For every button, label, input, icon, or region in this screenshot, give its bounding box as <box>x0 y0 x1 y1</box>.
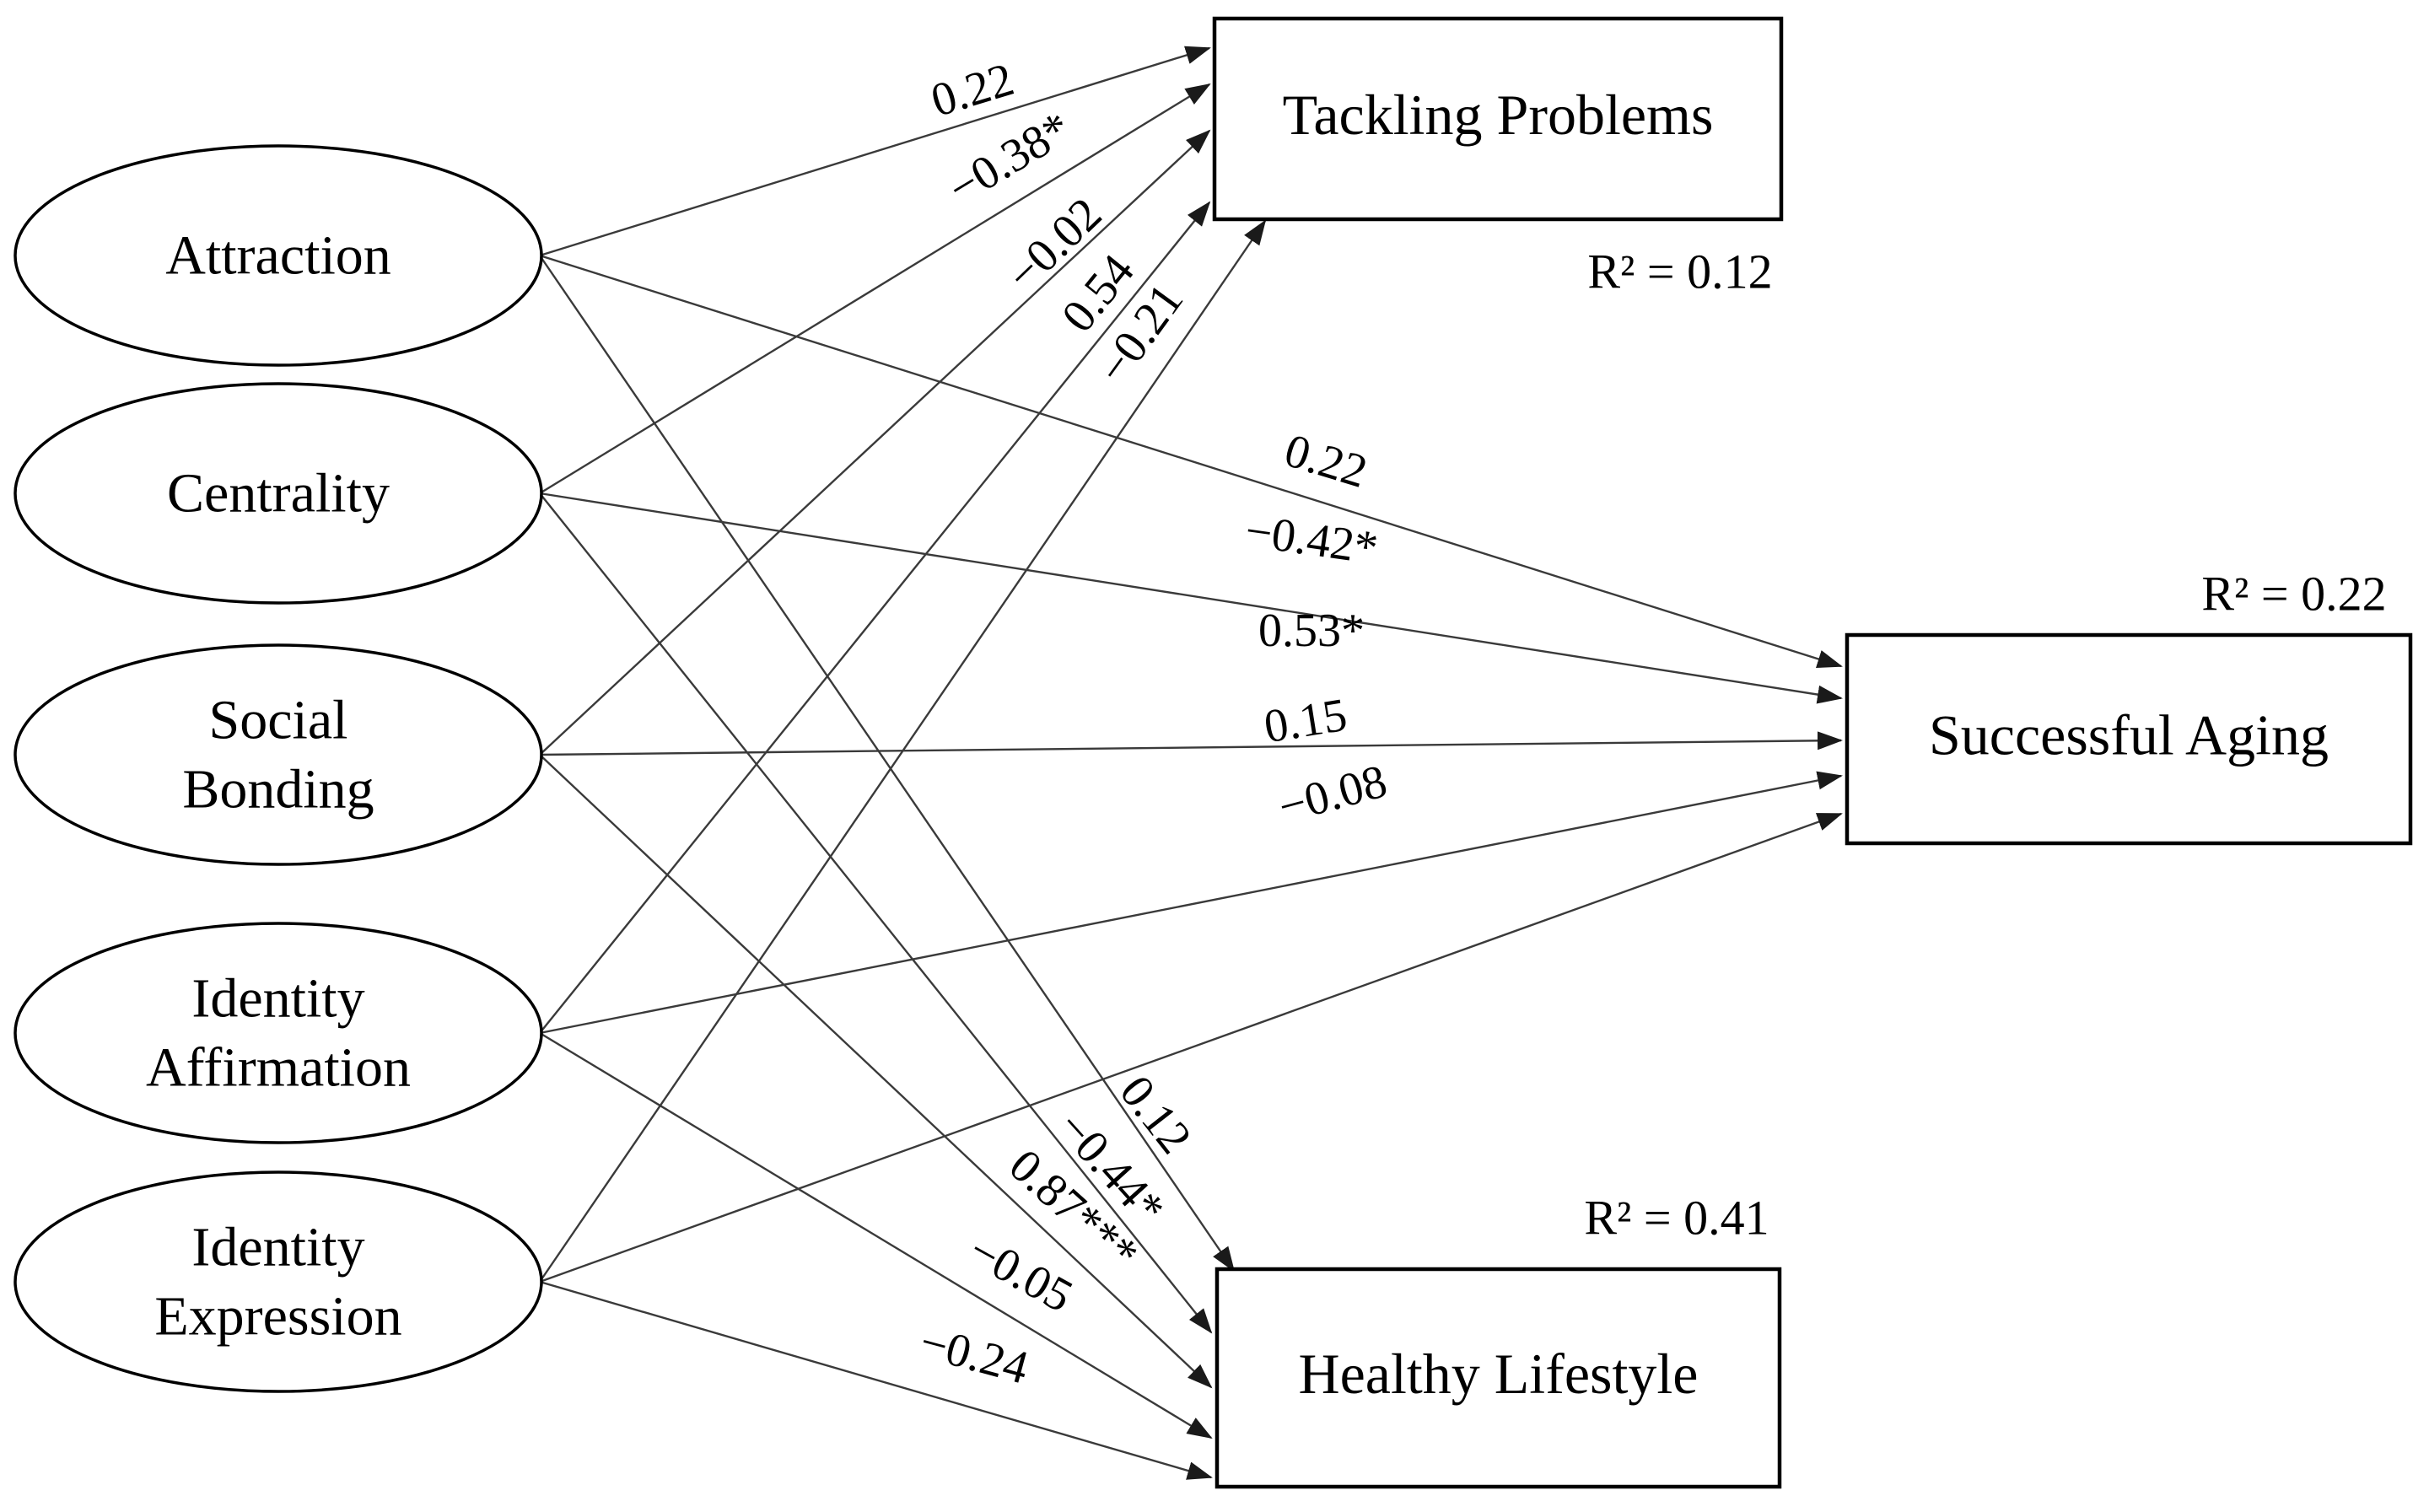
predictor-label-centrality-line1: Centrality <box>167 463 390 525</box>
path-arrow-identity-expression-to-healthy-lifestyle <box>539 1280 1213 1480</box>
path-arrow-centrality-to-tackling-problems <box>539 83 1211 495</box>
outcome-node-healthy-lifestyle: Healthy Lifestyle R² = 0.41 <box>1214 1191 1782 1489</box>
path-coefficient-identity-expression-to-successful-aging: −0.08 <box>1273 755 1392 833</box>
predictor-label-attraction-line1: Attraction <box>165 225 391 287</box>
predictor-label-social-bonding-line1: Social <box>209 690 348 751</box>
predictor-label-identity-affirmation-line2: Affirmation <box>146 1037 411 1099</box>
predictor-ellipse-social-bonding <box>13 643 543 866</box>
path-coefficient-identity-affirmation-to-healthy-lifestyle: −0.05 <box>960 1224 1080 1322</box>
predictor-ellipse-identity-affirmation <box>13 922 543 1144</box>
path-arrow-social-bonding-to-successful-aging <box>539 731 1843 756</box>
path-arrow-identity-affirmation-to-tackling-problems <box>539 201 1211 1034</box>
outcome-box-tackling-problems <box>1212 16 1784 222</box>
predictor-node-centrality: Centrality <box>13 382 543 605</box>
path-arrow-identity-affirmation-to-healthy-lifestyle <box>539 1031 1213 1439</box>
outcome-label-healthy-lifestyle: Healthy Lifestyle <box>1299 1342 1699 1406</box>
predictor-label-identity-affirmation-line1: Identity <box>191 968 364 1030</box>
outcome-label-successful-aging: Successful Aging <box>1929 703 2329 767</box>
predictor-node-attraction: Attraction <box>13 144 543 367</box>
r-squared-label-successful-aging: R² = 0.22 <box>2201 567 2386 621</box>
predictor-ellipse-attraction <box>13 144 543 367</box>
path-arrow-centrality-to-healthy-lifestyle <box>539 492 1213 1334</box>
predictor-label-identity-expression-line2: Expression <box>154 1286 401 1348</box>
r-squared-label-tackling-problems: R² = 0.12 <box>1587 245 1772 299</box>
path-arrow-social-bonding-to-healthy-lifestyle <box>539 754 1213 1389</box>
path-arrow-attraction-to-tackling-problems <box>539 46 1211 257</box>
outcome-label-tackling-problems: Tackling Problems <box>1283 83 1714 147</box>
path-coefficient-identity-affirmation-to-successful-aging: 0.15 <box>1261 689 1350 754</box>
path-coefficient-attraction-to-tackling-problems: 0.22 <box>925 53 1020 127</box>
predictor-ellipse-identity-expression <box>13 1170 543 1393</box>
path-arrow-identity-expression-to-successful-aging <box>539 812 1843 1283</box>
outcome-node-successful-aging: Successful Aging R² = 0.22 <box>1845 567 2413 846</box>
predictor-label-social-bonding-line2: Bonding <box>182 759 374 821</box>
outcome-node-tackling-problems: Tackling Problems R² = 0.12 <box>1212 16 1784 299</box>
path-arrow-attraction-to-healthy-lifestyle <box>539 255 1236 1273</box>
path-coefficient-social-bonding-to-successful-aging: 0.53* <box>1258 605 1365 657</box>
path-coefficient-identity-expression-to-healthy-lifestyle: −0.24 <box>914 1316 1033 1394</box>
path-arrow-attraction-to-successful-aging <box>539 254 1843 669</box>
outcome-box-healthy-lifestyle <box>1214 1267 1782 1489</box>
predictor-label-identity-expression-line1: Identity <box>191 1217 364 1278</box>
predictor-ellipse-centrality <box>13 382 543 605</box>
r-squared-label-healthy-lifestyle: R² = 0.41 <box>1584 1191 1769 1246</box>
path-arrow-identity-affirmation-to-successful-aging <box>539 771 1843 1035</box>
path-arrow-centrality-to-successful-aging <box>539 492 1843 704</box>
path-arrow-social-bonding-to-tackling-problems <box>539 129 1211 756</box>
outcome-box-successful-aging <box>1845 632 2413 846</box>
path-coefficient-attraction-to-successful-aging: 0.22 <box>1279 424 1373 498</box>
